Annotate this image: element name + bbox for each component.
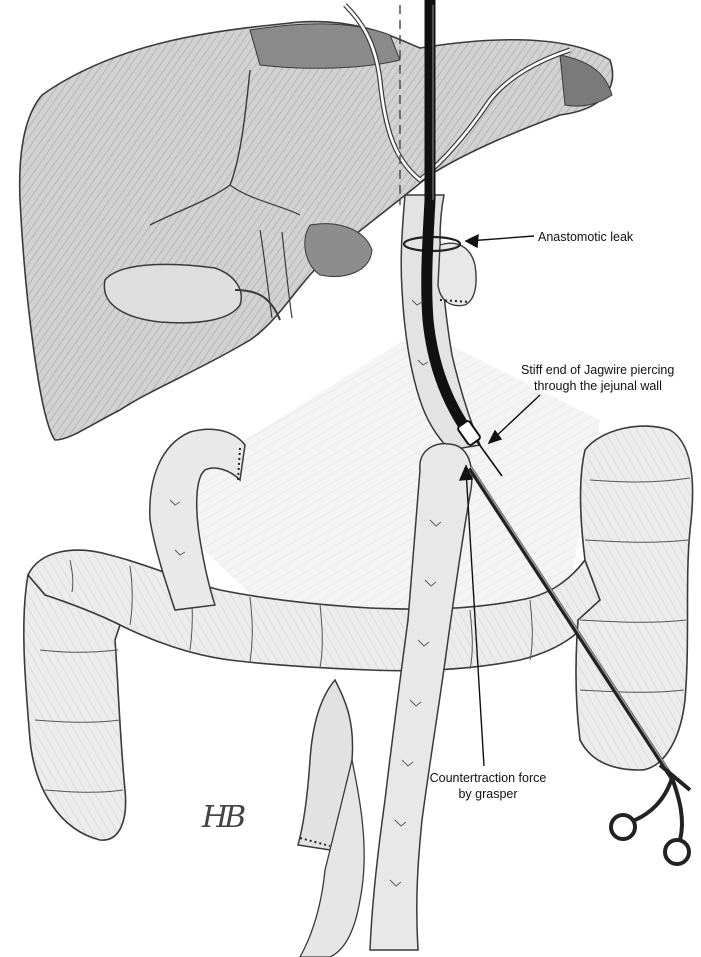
liver-shadow <box>304 223 373 277</box>
liver-fissure <box>149 69 251 226</box>
label-countertraction: Countertraction force by grasper <box>428 770 548 802</box>
label-anastomotic-leak: Anastomotic leak <box>538 230 634 244</box>
endoscope-tip <box>457 420 481 446</box>
label-countertraction-line2: by grasper <box>458 787 518 801</box>
colon-haustra <box>34 477 691 793</box>
endoscope <box>421 0 476 441</box>
label-stiff-end-line1: Stiff end of Jagwire piercing <box>521 363 675 377</box>
ascending-colon <box>22 573 127 841</box>
roux-limb <box>369 443 473 951</box>
liver-dark-edge <box>249 23 401 69</box>
artist-signature: HB <box>202 800 246 835</box>
guidewire-loop-inner <box>344 4 571 182</box>
bowel-vessel-marks <box>169 299 442 887</box>
biliopancreatic-limb <box>297 678 354 851</box>
bile-duct <box>234 289 281 321</box>
label-stiff-end-line2: through the jejunal wall <box>534 379 662 393</box>
liver-right-edge <box>559 54 613 107</box>
mesentery <box>150 330 600 640</box>
grasper-shaft <box>467 466 675 780</box>
hepatic-vessel <box>259 229 293 319</box>
jejunal-pouch <box>437 242 477 307</box>
gallbladder <box>103 263 242 324</box>
bowel-staple-line <box>237 447 241 481</box>
grasper-shaft-highlight <box>470 466 674 778</box>
lower-bowel <box>299 759 365 957</box>
label-countertraction-line1: Countertraction force <box>429 771 547 785</box>
pouch-staple-line <box>439 299 471 303</box>
limb-staple-line <box>299 837 331 847</box>
descending-colon <box>575 425 694 771</box>
liver-fissure-2 <box>229 184 301 216</box>
annotation-arrows <box>458 233 541 767</box>
small-bowel-upper-loop <box>149 428 246 611</box>
grasper-handle <box>609 763 692 866</box>
jagwire-stiff-end <box>475 439 503 477</box>
label-stiff-end: Stiff end of Jagwire piercing through th… <box>521 362 674 394</box>
